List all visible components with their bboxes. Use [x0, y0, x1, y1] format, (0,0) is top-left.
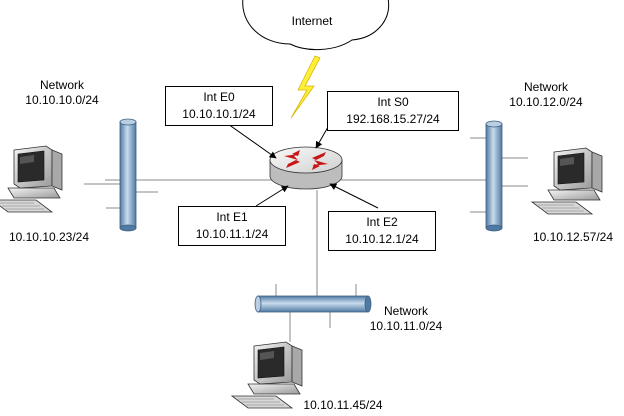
network-left-label: Network 10.10.10.0/24	[22, 78, 102, 108]
interface-e1-name: Int E1	[216, 210, 248, 224]
host-bottom-ip: 10.10.11.45/24	[303, 398, 383, 412]
host-right-ip: 10.10.12.57/24	[532, 230, 614, 244]
router-icon	[269, 146, 343, 190]
interface-e2-box: Int E2 10.10.12.1/24	[328, 211, 436, 251]
network-right-address: 10.10.12.0/24	[509, 95, 583, 109]
pc-icon-bottom	[231, 341, 303, 409]
internet-cloud	[242, 0, 390, 51]
network-right-title: Network	[523, 80, 568, 94]
interface-e2-name: Int E2	[366, 215, 398, 229]
pc-icon-left	[0, 145, 63, 213]
interface-s0-name: Int S0	[377, 95, 409, 109]
network-bus-right	[485, 120, 503, 232]
network-bottom-label: Network 10.10.11.0/24	[366, 304, 446, 334]
network-bus-bottom	[254, 295, 372, 313]
network-bottom-address: 10.10.11.0/24	[369, 319, 443, 333]
interface-e1-ip: 10.10.11.1/24	[195, 227, 269, 241]
interface-e1-box: Int E1 10.10.11.1/24	[178, 206, 286, 246]
interface-e2-ip: 10.10.12.1/24	[345, 232, 419, 246]
network-left-address: 10.10.10.0/24	[25, 93, 99, 107]
interface-arrows	[227, 119, 379, 209]
interface-e0-ip: 10.10.10.1/24	[182, 107, 256, 121]
network-left-title: Network	[39, 78, 84, 92]
interface-e0-name: Int E0	[203, 90, 235, 104]
interface-e0-box: Int E0 10.10.10.1/24	[165, 86, 273, 126]
interface-s0-box: Int S0 192.168.15.27/24	[327, 91, 459, 131]
interface-s0-ip: 192.168.15.27/24	[346, 112, 440, 126]
network-bottom-title: Network	[383, 304, 428, 318]
pc-icon-right	[531, 147, 603, 215]
network-right-label: Network 10.10.12.0/24	[506, 80, 586, 110]
host-left-ip: 10.10.10.23/24	[8, 230, 90, 244]
wan-link-lightning-icon	[290, 55, 321, 119]
network-bus-left	[119, 118, 137, 232]
internet-label: Internet	[291, 14, 333, 28]
